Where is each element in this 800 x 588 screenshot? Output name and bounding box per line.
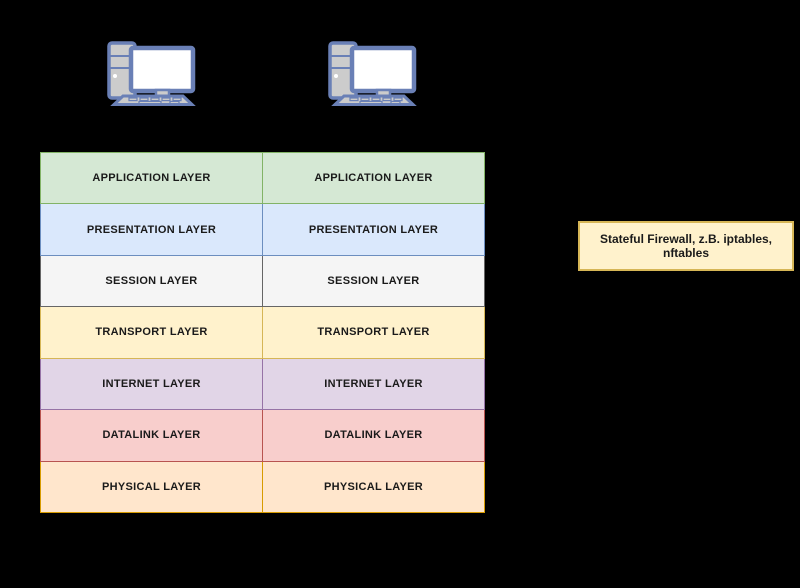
osi-row-datalink: DATALINK LAYER DATALINK LAYER	[40, 409, 485, 462]
power-button	[113, 74, 117, 78]
firewall-note: Stateful Firewall, z.B. iptables, nftabl…	[578, 221, 794, 271]
connector-arrow-tip	[371, 148, 374, 154]
osi-cell-session-left: SESSION LAYER	[40, 254, 263, 308]
computer-monitor	[349, 45, 417, 94]
connector-arrow-tip	[148, 148, 151, 154]
osi-cell-application-left: APPLICATION LAYER	[40, 151, 263, 205]
desktop-computer-icon	[107, 41, 196, 106]
osi-cell-datalink-right: DATALINK LAYER	[262, 409, 485, 462]
computer-monitor	[128, 45, 196, 94]
osi-cell-transport-left: TRANSPORT LAYER	[40, 306, 263, 359]
osi-cell-presentation-left: PRESENTATION LAYER	[40, 203, 263, 256]
desktop-computer-icon	[328, 41, 417, 106]
osi-row-application: APPLICATION LAYER APPLICATION LAYER	[40, 151, 485, 205]
osi-cell-presentation-right: PRESENTATION LAYER	[262, 203, 485, 256]
osi-row-internet: INTERNET LAYER INTERNET LAYER	[40, 357, 485, 411]
osi-cell-transport-right: TRANSPORT LAYER	[262, 306, 485, 359]
osi-row-presentation: PRESENTATION LAYER PRESENTATION LAYER	[40, 203, 485, 256]
osi-cell-session-right: SESSION LAYER	[262, 254, 485, 308]
osi-row-session: SESSION LAYER SESSION LAYER	[40, 254, 485, 308]
osi-cell-internet-right: INTERNET LAYER	[262, 357, 485, 411]
osi-cell-internet-left: INTERNET LAYER	[40, 357, 263, 411]
osi-row-transport: TRANSPORT LAYER TRANSPORT LAYER	[40, 306, 485, 359]
osi-stack-table: APPLICATION LAYER APPLICATION LAYER PRES…	[40, 151, 485, 514]
osi-cell-physical-left: PHYSICAL LAYER	[40, 460, 263, 514]
osi-row-physical: PHYSICAL LAYER PHYSICAL LAYER	[40, 460, 485, 514]
power-button	[334, 74, 338, 78]
osi-cell-physical-right: PHYSICAL LAYER	[262, 460, 485, 514]
osi-cell-datalink-left: DATALINK LAYER	[40, 409, 263, 462]
osi-cell-application-right: APPLICATION LAYER	[262, 151, 485, 205]
